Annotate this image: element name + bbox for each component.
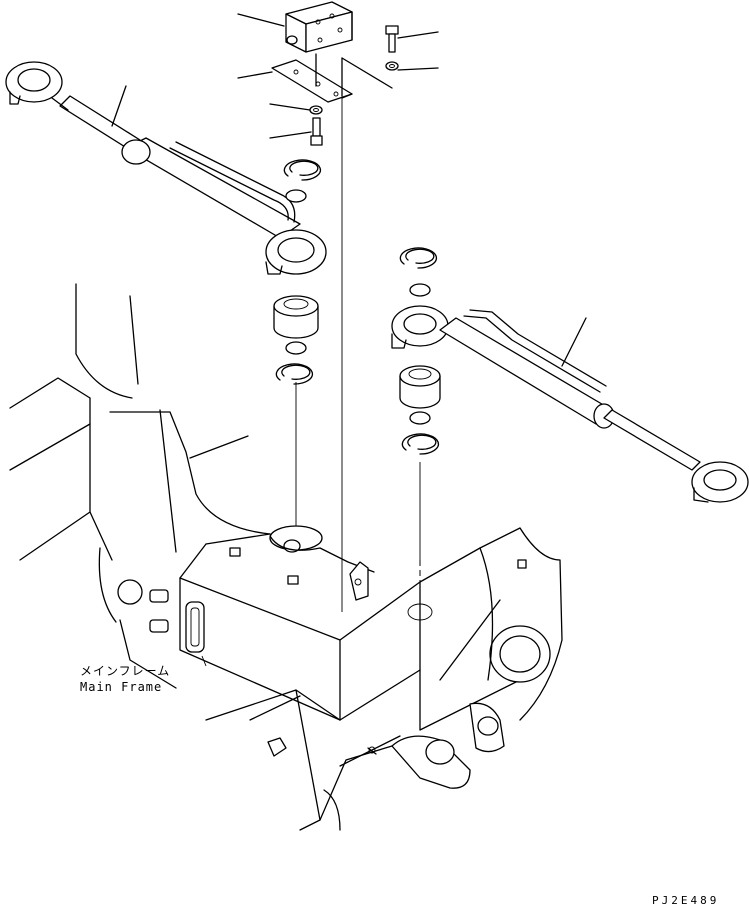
bracket-plate	[237, 11, 393, 103]
drawing-code: PJ2E489	[652, 894, 720, 907]
callout-leaders	[341, 93, 353, 99]
o-ring-left-1	[285, 189, 307, 203]
hydraulic-cylinder-right	[391, 305, 749, 503]
o-ring-right-1	[409, 283, 431, 297]
bushing-right	[399, 365, 441, 409]
o-ring-left-2	[285, 341, 307, 355]
main-frame-label-jp: メインフレーム	[80, 664, 171, 678]
valve-block	[237, 1, 353, 53]
washer-top-right	[385, 61, 439, 71]
bolt-under-plate	[269, 117, 323, 146]
snap-ring-right-2	[401, 433, 440, 455]
washer-under-plate	[269, 103, 323, 115]
snap-ring-left-2	[275, 363, 314, 385]
bushing-left	[273, 295, 319, 339]
bolt-top-right	[385, 25, 439, 53]
o-ring-right-2	[409, 411, 431, 425]
main-frame-label-en: Main Frame	[80, 680, 163, 694]
snap-ring-left-1	[283, 159, 322, 181]
hydraulic-cylinder-left	[5, 61, 327, 275]
snap-ring-right-1	[399, 247, 438, 269]
main-frame	[9, 283, 563, 831]
